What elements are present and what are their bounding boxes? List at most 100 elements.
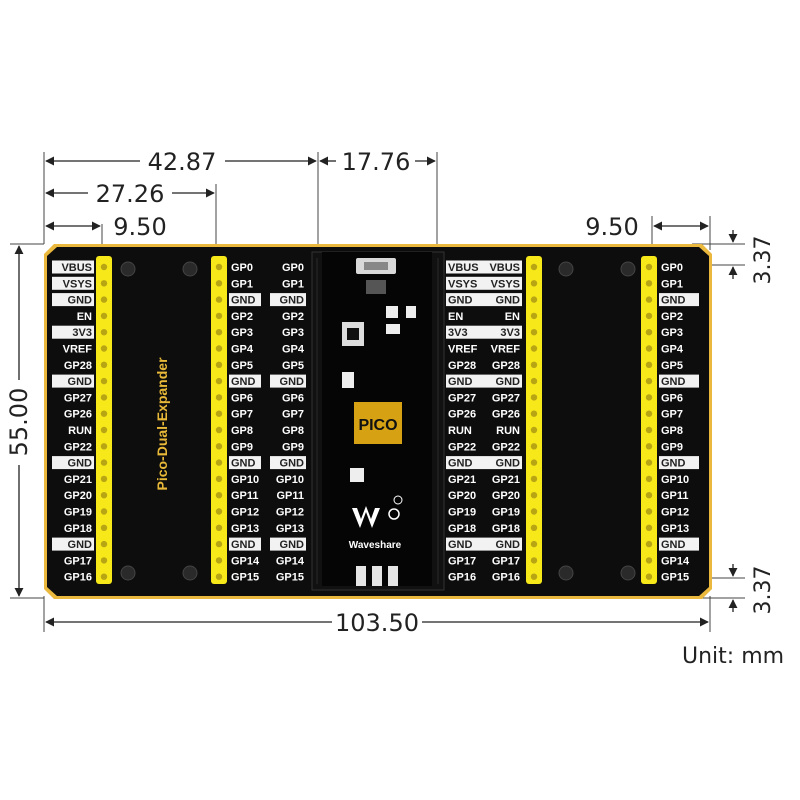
- pin-label-box: [52, 260, 94, 274]
- debug-pads: [356, 566, 398, 586]
- pin-label: GP19: [448, 507, 476, 519]
- usb-pads: [366, 280, 386, 294]
- pin-label: GND: [68, 376, 93, 388]
- board-title: Pico-Dual-Expander: [154, 357, 170, 491]
- pcb-board: PICO Waveshare Pico-Dual-Expander: [44, 244, 712, 599]
- pin-label: GP7: [231, 409, 253, 421]
- pin-label: GP13: [276, 523, 304, 535]
- pin-label: GP0: [661, 262, 683, 274]
- pin-label: GP21: [492, 474, 520, 486]
- pin-label-box: [52, 276, 94, 290]
- pin-hole: [530, 573, 538, 580]
- pin-hole: [530, 426, 538, 434]
- pin-hole: [645, 329, 653, 336]
- pin-label: GP9: [231, 441, 253, 453]
- dim-3-37-bottom: 3.37: [751, 566, 776, 615]
- pin-label-box: [484, 456, 522, 470]
- pin-hole: [100, 312, 108, 320]
- pin-label-box: [229, 456, 261, 470]
- pin-label-box: [446, 325, 484, 339]
- pin-label: GP8: [231, 425, 253, 437]
- pin-hole: [215, 573, 223, 580]
- pin-label: GP7: [282, 409, 304, 421]
- pin-hole: [100, 361, 108, 368]
- pin-label: GP8: [661, 425, 683, 437]
- pin-label: GP10: [231, 474, 259, 486]
- pin-hole: [645, 361, 653, 368]
- pin-hole: [100, 492, 108, 499]
- pin-label: GP17: [448, 555, 476, 567]
- dim-9-50-right: 9.50: [585, 213, 638, 241]
- pin-hole: [100, 263, 108, 271]
- pin-label: GP15: [231, 572, 259, 584]
- pin-label: GP27: [448, 392, 476, 404]
- pin-hole: [530, 459, 538, 466]
- pin-hole: [215, 508, 223, 515]
- pin-label: GP0: [231, 262, 253, 274]
- pin-label: GP12: [276, 507, 304, 519]
- pin-hole: [100, 508, 108, 515]
- header-strip-3: [526, 256, 542, 584]
- pin-label: GP12: [661, 507, 689, 519]
- pin-hole: [645, 296, 653, 303]
- pin-hole: [645, 410, 653, 417]
- pin-label: GP21: [448, 474, 476, 486]
- rp2040-chip: [354, 402, 402, 444]
- pin-label-box: [446, 456, 484, 470]
- pin-label: GP21: [64, 474, 92, 486]
- dim-3-37-top: 3.37: [751, 236, 776, 285]
- pin-label: GP22: [492, 441, 520, 453]
- pin-label: GP16: [64, 572, 92, 584]
- pin-label: GP5: [231, 360, 253, 372]
- pin-label: VSYS: [63, 278, 92, 290]
- pin-label: GP8: [282, 425, 304, 437]
- pin-label: GP6: [282, 392, 304, 404]
- pin-label-box: [270, 374, 306, 388]
- header-strip-1: [96, 256, 112, 584]
- pin-label-box: [659, 293, 699, 307]
- pin-label: GP11: [276, 490, 304, 502]
- pin-label-box: [270, 537, 306, 551]
- pin-hole: [100, 573, 108, 580]
- pin-hole: [100, 345, 108, 352]
- pin-hole: [215, 492, 223, 499]
- pin-label-box: [484, 374, 522, 388]
- pin-hole: [215, 426, 223, 434]
- pin-label-box: [229, 537, 261, 551]
- pico-pin-strips: [316, 258, 439, 584]
- pin-label: GP9: [661, 441, 683, 453]
- pin-label: 3V3: [500, 327, 520, 339]
- pin-label: GP2: [661, 311, 683, 323]
- pin-label: GP1: [282, 278, 304, 290]
- pin-label: GP0: [282, 262, 304, 274]
- pin-hole: [100, 475, 108, 483]
- pin-label-box: [52, 456, 94, 470]
- pin-hole: [215, 377, 223, 385]
- pin-hole: [645, 263, 653, 271]
- pin-hole: [100, 410, 108, 417]
- pin-label-box: [659, 374, 699, 388]
- pin-label-box: [270, 293, 306, 307]
- pin-label: GND: [496, 539, 521, 551]
- pin-hole: [215, 312, 223, 320]
- pin-hole: [645, 475, 653, 483]
- pin-label: VSYS: [491, 278, 520, 290]
- pin-hole: [645, 540, 653, 548]
- pin-hole: [530, 492, 538, 499]
- pin-label: GND: [280, 376, 305, 388]
- pin-label: GND: [661, 376, 686, 388]
- pin-label-box: [446, 293, 484, 307]
- pin-hole: [100, 280, 108, 287]
- pin-label: GP3: [282, 327, 304, 339]
- pin-hole: [100, 540, 108, 548]
- pin-label: GP15: [661, 572, 689, 584]
- dim-42-87: 42.87: [148, 148, 217, 176]
- header-strip-2: [211, 256, 227, 584]
- pin-label-box: [270, 456, 306, 470]
- pin-label: RUN: [448, 425, 472, 437]
- pin-label: GND: [496, 458, 521, 470]
- pin-label: GP10: [276, 474, 304, 486]
- pin-hole: [645, 524, 653, 531]
- pin-label: VREF: [448, 344, 478, 356]
- dim-103-50: 103.50: [335, 609, 419, 637]
